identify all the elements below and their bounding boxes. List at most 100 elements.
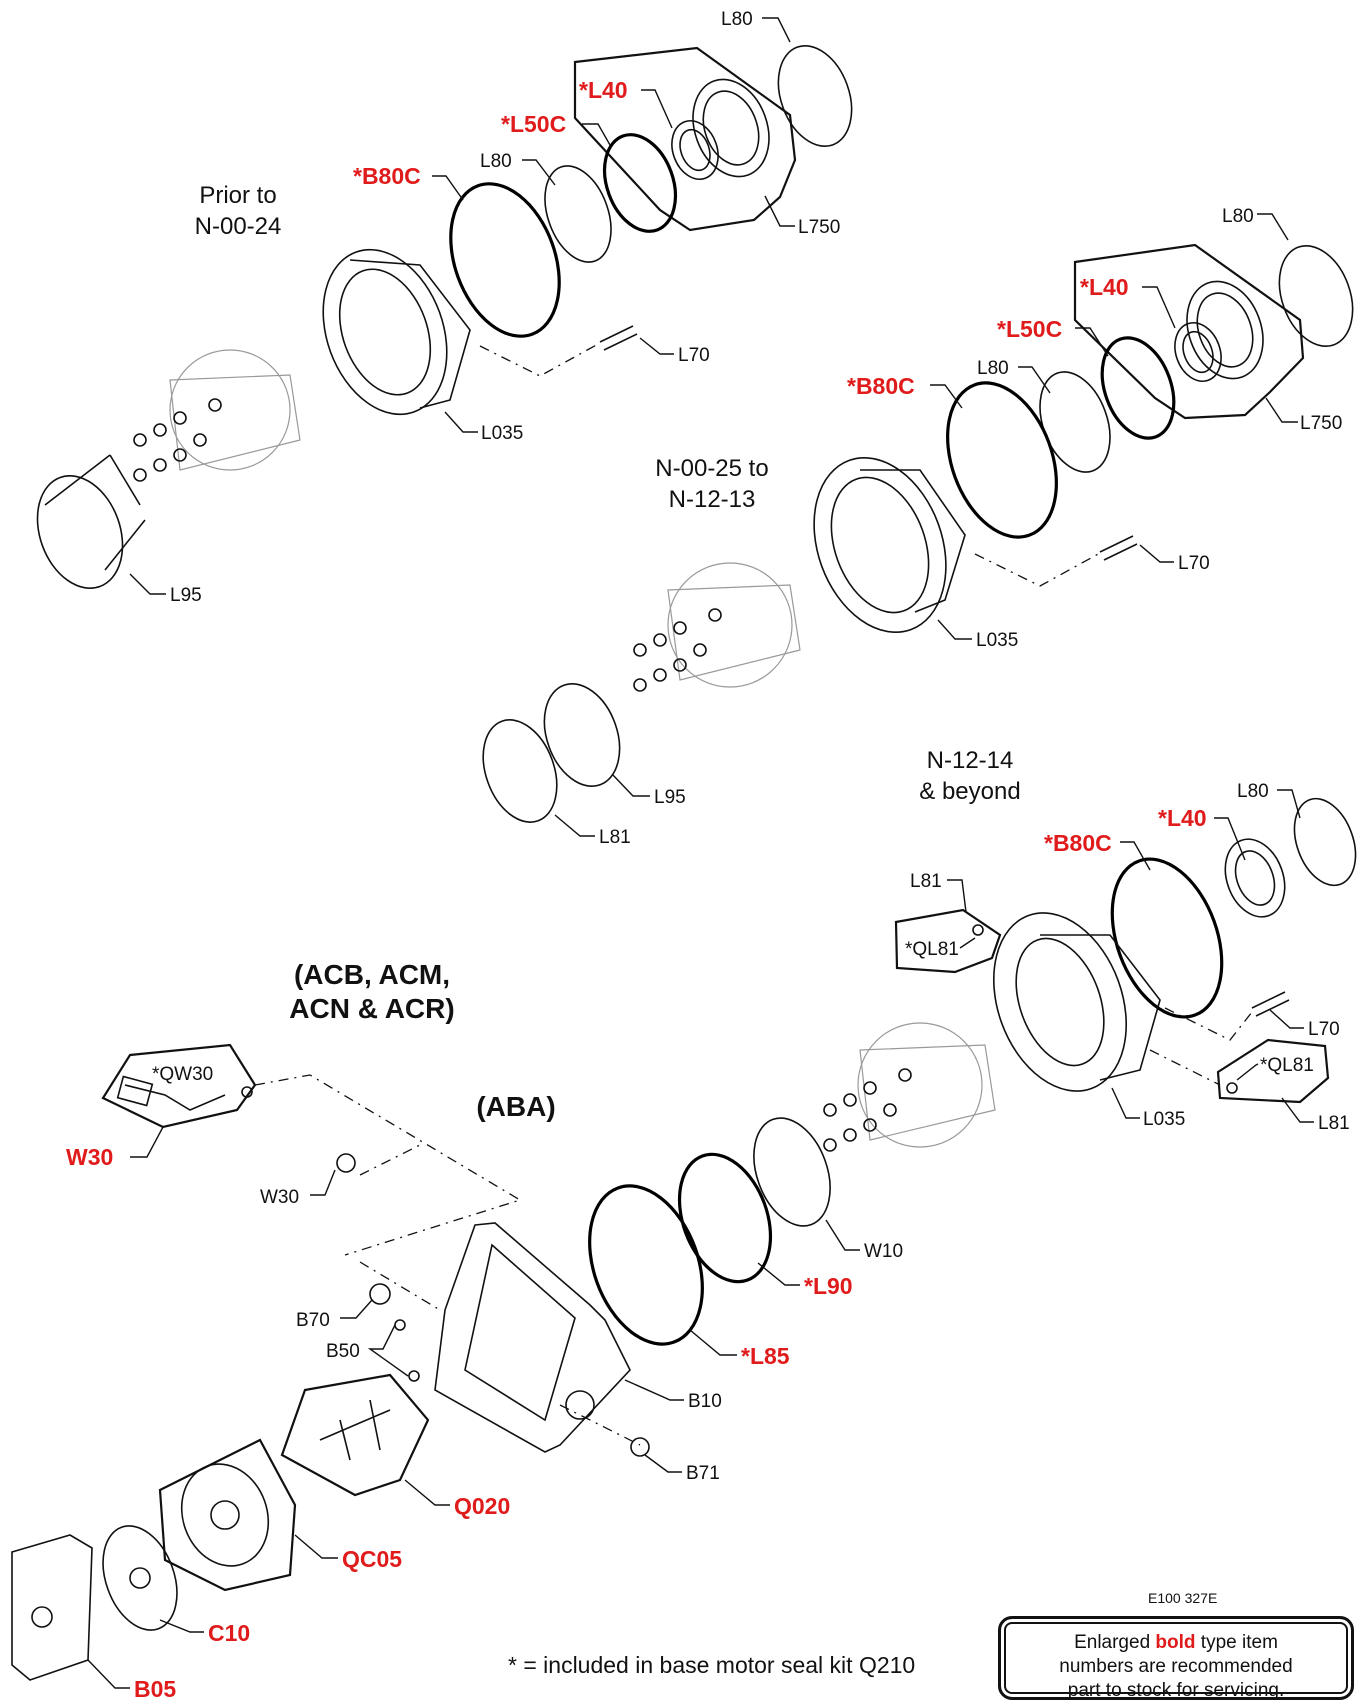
- assembly-n-12-14-and-beyond: N-12-14 & beyond: [588, 747, 1357, 1369]
- label-p1-l80b: L80: [480, 151, 512, 172]
- leader-p2-l750: [1265, 397, 1298, 423]
- label-p3-l80: L80: [1237, 781, 1269, 802]
- label-p3-ql81b: *QL81: [1260, 1055, 1314, 1076]
- leader-p3-l40: [1214, 817, 1246, 861]
- label-p1-l40: *L40: [579, 77, 628, 103]
- note-line1-bold: bold: [1155, 1632, 1196, 1653]
- header-mid-line1: N-00-25 to: [655, 455, 768, 482]
- w10-ring: [753, 1117, 831, 1227]
- l80-retaining-ring-b: [544, 165, 612, 263]
- l50c-o-ring: [602, 133, 678, 233]
- leader-b70: [340, 1299, 373, 1319]
- l40-shaft-seal: [671, 120, 719, 180]
- l035-housing-face: [322, 248, 448, 416]
- header-prior-line2: N-00-24: [195, 213, 282, 240]
- l80-retaining-ring-a: [777, 44, 853, 148]
- leader-p1-l50c: [582, 123, 611, 146]
- l035-housing-body-mid: [860, 469, 966, 613]
- leader-p1-l95: [129, 573, 166, 595]
- b71-plug: [630, 1437, 650, 1457]
- b80c-o-ring-late: [1110, 857, 1224, 1019]
- b10-housing-inner-frame: [464, 1243, 576, 1422]
- l81-ql81-kit-outline-b: [1216, 1038, 1330, 1104]
- leader-w30: [310, 1169, 336, 1196]
- leader-l85: [689, 1329, 737, 1356]
- l035-housing-face-mid: [813, 457, 947, 633]
- leader-p1-l40: [641, 89, 673, 129]
- label-b10: B10: [688, 1391, 722, 1412]
- label-p1-l80a: L80: [721, 9, 753, 30]
- qc05-kit-outline: [158, 1438, 297, 1592]
- leader-p2-b80c: [930, 384, 963, 409]
- leader-b05: [87, 1659, 130, 1689]
- q020-valve-components: [319, 1399, 391, 1461]
- leader-w10: [825, 1219, 860, 1251]
- label-p2-l80b: L80: [977, 358, 1009, 379]
- b80c-o-ring-mid: [946, 381, 1058, 539]
- manifold-bolts: [133, 398, 222, 482]
- leader-p2-l80b: [1018, 366, 1051, 394]
- leader-p3-l70: [1269, 1009, 1304, 1029]
- l80-retaining-ring-late: [1293, 797, 1357, 887]
- label-w30-red: W30: [66, 1144, 113, 1170]
- l95-sleeve-end: [36, 475, 124, 589]
- q020-kit-outline: [280, 1373, 430, 1497]
- leader-p3-l81a: [947, 879, 967, 913]
- l035-housing-body-late: [1040, 934, 1161, 1081]
- b10-valve-housing: [434, 1222, 631, 1453]
- label-p1-l035: L035: [481, 423, 523, 444]
- seal-housing-inner: [702, 90, 760, 166]
- b70-path-line: [359, 1261, 441, 1311]
- l50c-o-ring-mid: [1100, 336, 1176, 440]
- ql81-plug-b: [1226, 1082, 1238, 1094]
- bolt-path-line: [479, 342, 601, 377]
- label-p1-l95: L95: [170, 585, 202, 606]
- l80-retaining-ring-mid-a: [1278, 244, 1354, 348]
- label-l90: *L90: [804, 1273, 853, 1299]
- leader-b71: [644, 1454, 682, 1473]
- leader-p3-l81b: [1281, 1097, 1314, 1123]
- motor-body-faint: [169, 349, 291, 471]
- leader-p3-l80: [1277, 789, 1301, 819]
- seal-housing-inner-mid: [1196, 292, 1254, 368]
- label-p1-l70: L70: [678, 345, 710, 366]
- label-b70: B70: [296, 1310, 330, 1331]
- leader-w30-red: [130, 1126, 164, 1158]
- label-qw30: *QW30: [152, 1064, 213, 1085]
- l40-shaft-seal-inner: [679, 128, 711, 172]
- label-p3-l70: L70: [1308, 1019, 1340, 1040]
- document-id: E100 327E: [1148, 1590, 1218, 1606]
- leader-p2-l80a: [1257, 213, 1289, 241]
- leader-p3-l035: [1111, 1087, 1140, 1119]
- motor-body-outline-faint: [169, 374, 301, 471]
- label-p2-l80a: L80: [1222, 206, 1254, 227]
- leader-p2-l70: [1139, 544, 1174, 563]
- leader-p1-l035: [444, 411, 478, 433]
- w30-plug-path-line: [359, 1144, 421, 1176]
- note-line2: numbers are recommended: [1059, 1656, 1293, 1677]
- leader-b10: [624, 1379, 684, 1401]
- header-acb-line2: ACN & ACR): [289, 993, 454, 1024]
- w30-sensor-cable: [124, 1084, 226, 1111]
- leader-p3-ql81b: [1236, 1063, 1259, 1081]
- leader-p1-l750: [764, 195, 795, 227]
- label-c10: C10: [208, 1620, 250, 1646]
- label-l85: *L85: [741, 1343, 790, 1369]
- manifold-bolts-mid: [633, 608, 722, 692]
- leader-p3-ql81a: [959, 937, 976, 949]
- note-line1-pre: Enlarged: [1074, 1632, 1156, 1653]
- b70-plug: [369, 1283, 391, 1305]
- label-p3-l81a: L81: [910, 871, 942, 892]
- leader-p1-l70: [639, 337, 674, 355]
- b80c-o-ring: [449, 182, 561, 338]
- header-late-line2: & beyond: [919, 778, 1020, 805]
- note-line3: part to stock for servicing.: [1067, 1680, 1285, 1701]
- label-p2-l750: L750: [1300, 413, 1342, 434]
- l035-housing-body: [349, 259, 471, 409]
- leader-b50: [367, 1324, 409, 1377]
- qc05-spline: [210, 1500, 240, 1530]
- label-b05: B05: [134, 1676, 176, 1701]
- motor-body-faint-late: [857, 1022, 983, 1148]
- l40-shaft-seal-mid: [1174, 322, 1222, 382]
